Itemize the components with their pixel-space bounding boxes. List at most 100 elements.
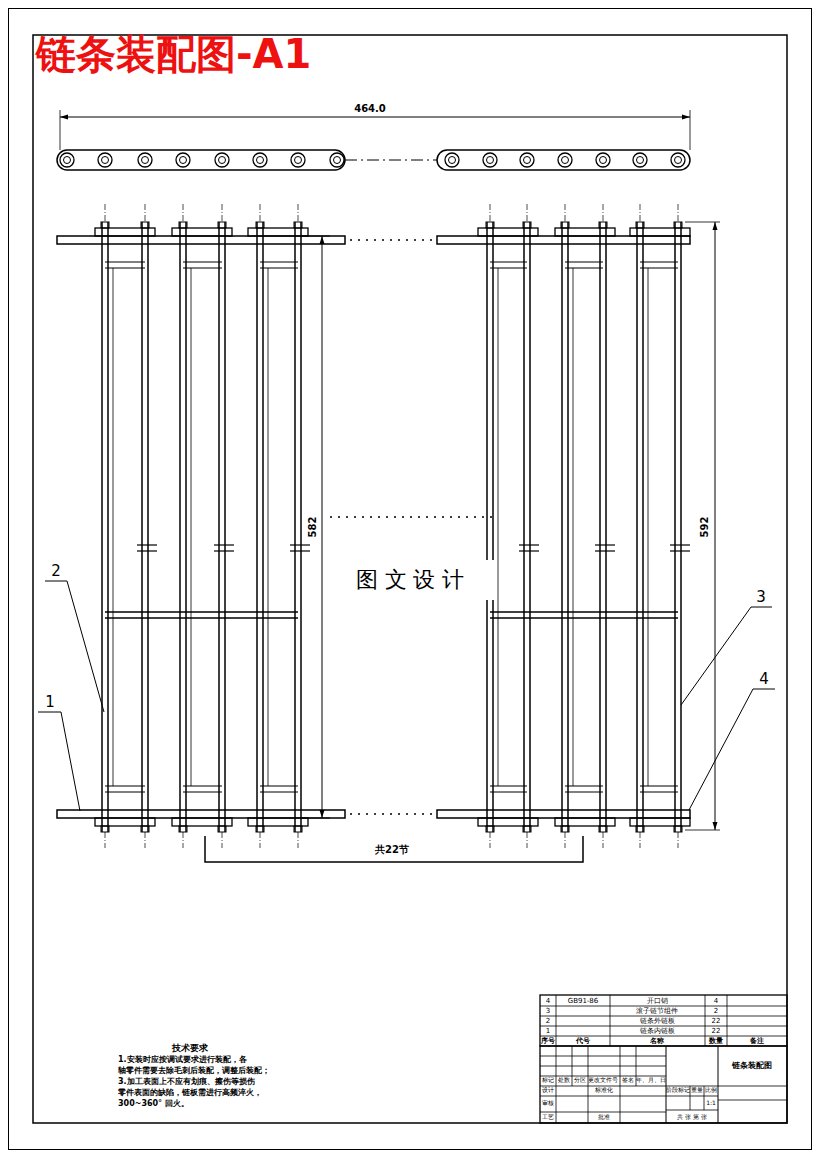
pin-rod [605, 222, 607, 832]
pin-rod [529, 222, 531, 832]
pin-circle [596, 153, 610, 167]
cross-bar [260, 785, 298, 786]
pin-nut [101, 826, 109, 832]
pin-hole [219, 157, 226, 164]
table-header: 数量 [709, 1038, 723, 1045]
table-cell: 开口销 [647, 998, 668, 1005]
pin-rod [486, 222, 488, 832]
table-line [572, 1046, 573, 1086]
center-line [145, 832, 146, 848]
center-line [222, 204, 223, 222]
note-line: 轴零件需要去除毛刺后装配，调整后装配； [118, 1067, 270, 1075]
callout-number: 3 [756, 590, 766, 605]
cross-bar [105, 611, 298, 612]
center-line [565, 204, 566, 222]
table-line [718, 1086, 787, 1087]
table-line [727, 995, 728, 1046]
chain-plate [437, 150, 690, 170]
cross-bar [183, 261, 222, 262]
table-line [540, 1026, 787, 1027]
cross-bar [183, 785, 222, 786]
pin-circle [520, 153, 534, 167]
chain-plate [57, 150, 345, 170]
table-header: 年、月、日 [636, 1078, 666, 1084]
drawing-name: 链条装配图 [732, 1062, 772, 1070]
pin-circle [483, 153, 497, 167]
center-line [222, 832, 223, 848]
table-cell: 审核 [542, 1101, 554, 1107]
stub [595, 544, 615, 545]
table-cell: GB91-86 [568, 998, 599, 1005]
cross-bar [490, 267, 527, 268]
cross-bar [183, 267, 222, 268]
stub [137, 544, 157, 545]
table-header: 名称 [650, 1038, 664, 1045]
cross-bar [105, 785, 145, 786]
pin-nut [561, 826, 569, 832]
table-line [556, 995, 557, 1046]
table-cell: 标准化 [595, 1088, 613, 1094]
cross-bar [490, 785, 527, 786]
pin-rod [680, 222, 682, 832]
table-line [718, 1100, 787, 1101]
dimension-arrow [60, 115, 68, 120]
extension-line [685, 222, 720, 223]
dimension-arrow [320, 236, 325, 244]
center-line [603, 832, 604, 848]
pin-hole [675, 157, 682, 164]
cross-bar [565, 261, 603, 262]
title-block [540, 1046, 787, 1123]
link-plate [172, 818, 232, 826]
callout-number: 2 [51, 564, 61, 579]
table-line [540, 1112, 666, 1113]
center-line [640, 832, 641, 848]
dimension-text: 464.0 [354, 104, 386, 114]
table-line [620, 1046, 621, 1123]
stub [214, 550, 234, 551]
leader-line [689, 689, 775, 810]
inner-line [573, 268, 574, 786]
pin-nut [294, 826, 302, 832]
table-header: 分区 [574, 1078, 586, 1084]
center-line [527, 204, 528, 222]
pin-hole [487, 157, 494, 164]
center-line [260, 832, 261, 848]
pin-circle [330, 153, 344, 167]
pin-rod [147, 222, 149, 832]
pin-nut [523, 222, 531, 228]
cross-bar [490, 611, 678, 612]
table-cell: 4 [546, 998, 550, 1005]
break-line [330, 516, 495, 518]
stub [595, 550, 615, 551]
watermark-patch [325, 560, 495, 600]
table-line [666, 1110, 718, 1111]
dimension-line [322, 236, 323, 818]
leader-line [681, 607, 772, 705]
table-cell: 22 [712, 1018, 721, 1025]
cross-bar [105, 791, 145, 792]
pin-circle [215, 153, 229, 167]
pin-hole [600, 157, 607, 164]
stub [137, 550, 157, 551]
watermark: 图 文 设 计 [356, 569, 465, 591]
center-line [260, 204, 261, 222]
pin-nut [486, 222, 494, 228]
cross-bar [260, 261, 298, 262]
chain-rail [437, 810, 690, 818]
pin-rod [523, 222, 525, 832]
center-line [183, 204, 184, 222]
inner-line [113, 268, 114, 786]
center-line [345, 160, 437, 161]
note-line: 300~360° 回火。 [118, 1100, 189, 1108]
table-cell: 工艺 [542, 1115, 554, 1121]
callout-number: 1 [45, 695, 55, 710]
center-line [640, 204, 641, 222]
inner-line [268, 268, 269, 786]
segment-count: 共22节 [375, 845, 409, 855]
table-cell: 3 [546, 1008, 550, 1015]
extension-line [690, 110, 691, 150]
chain-rail [57, 236, 345, 244]
pin-nut [636, 826, 644, 832]
table-line [666, 1046, 667, 1123]
table-line [718, 1046, 719, 1123]
